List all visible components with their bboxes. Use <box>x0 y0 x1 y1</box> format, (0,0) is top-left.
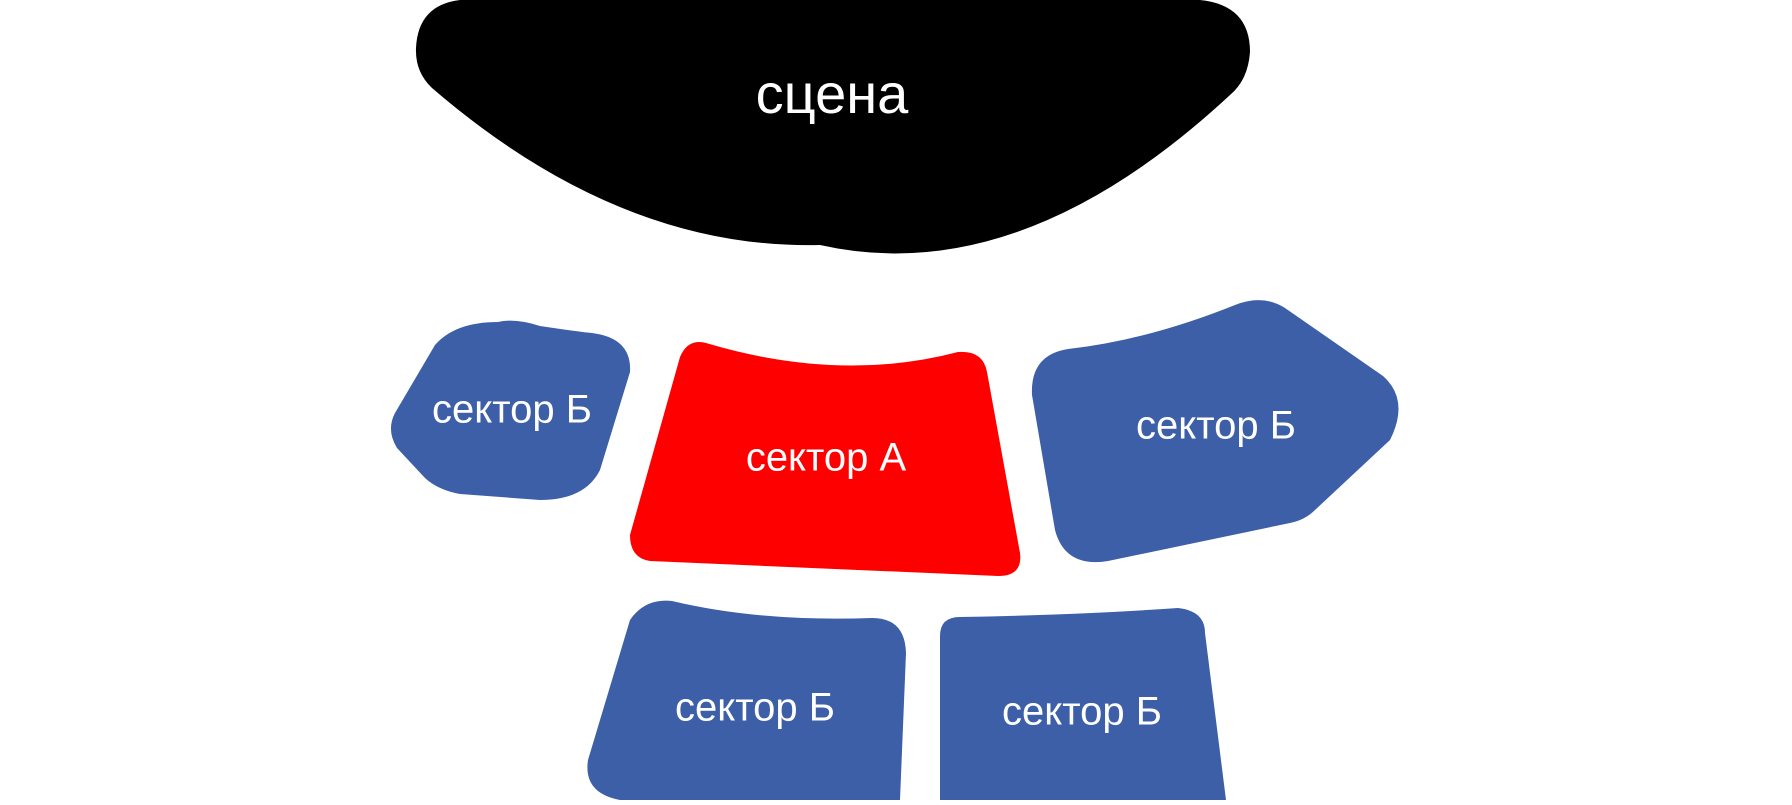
sector-a-center-label: сектор А <box>746 436 907 480</box>
sector-b-bottom-left[interactable]: сектор Б <box>587 600 906 800</box>
sector-b-bottom-left-shape[interactable] <box>587 600 906 800</box>
sector-b-bottom-right-shape[interactable] <box>940 608 1226 800</box>
sector-a-center-shape[interactable] <box>630 341 1021 576</box>
sector-b-right-label: сектор Б <box>1136 404 1296 448</box>
sector-b-bottom-left-label: сектор Б <box>675 686 835 730</box>
sector-b-right[interactable]: сектор Б <box>1031 300 1399 563</box>
sector-b-left-label: сектор Б <box>432 388 592 432</box>
sector-b-bottom-right-label: сектор Б <box>1002 690 1162 734</box>
sector-b-right-shape[interactable] <box>1031 300 1399 563</box>
stage-area: сцена <box>415 0 1250 254</box>
sector-b-left-shape[interactable] <box>390 320 631 500</box>
sector-a-center[interactable]: сектор А <box>630 341 1021 576</box>
stage-label: сцена <box>756 62 910 125</box>
sector-b-bottom-right[interactable]: сектор Б <box>940 608 1226 800</box>
stage-shape <box>415 0 1250 254</box>
sector-b-left[interactable]: сектор Б <box>390 320 631 500</box>
